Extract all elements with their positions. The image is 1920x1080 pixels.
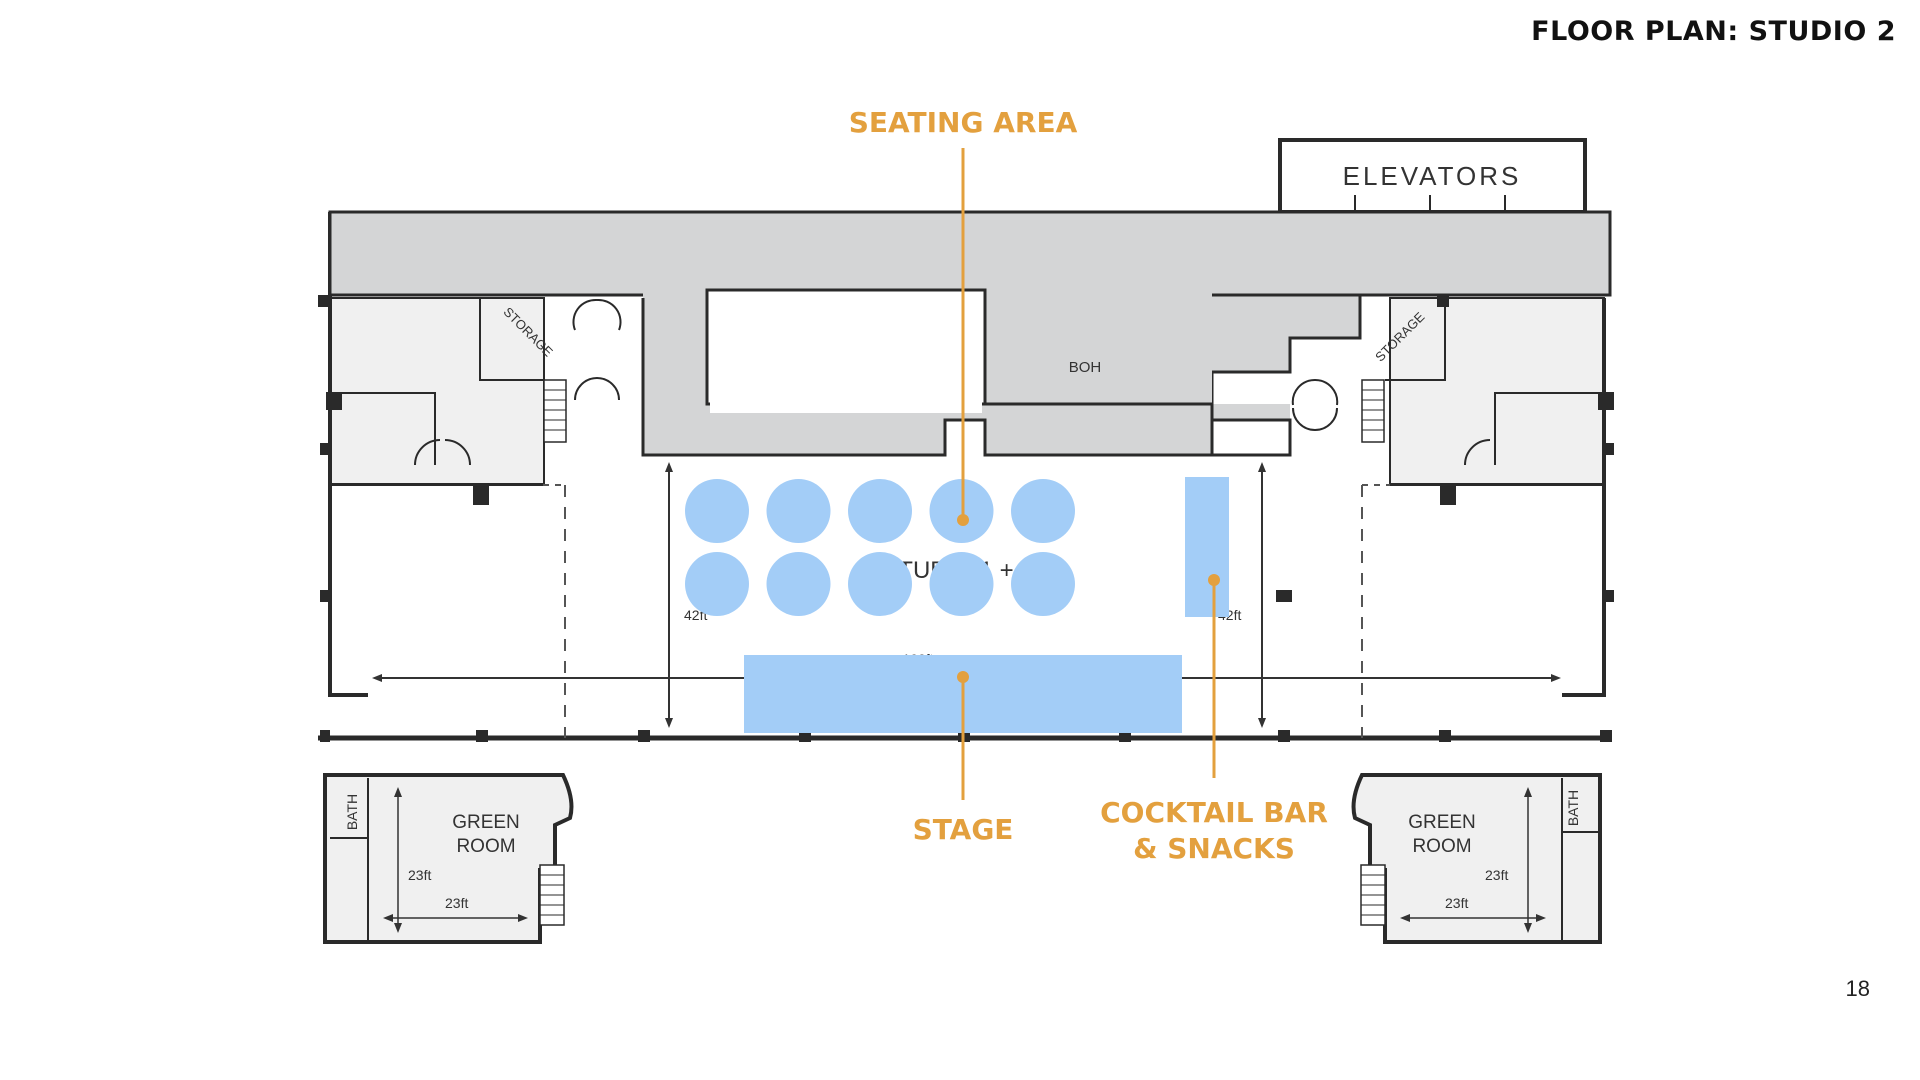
green-room-left-width: 23ft bbox=[445, 895, 468, 911]
seating-table bbox=[766, 479, 831, 543]
elevators-label: ELEVATORS bbox=[1343, 161, 1522, 191]
left-support-rooms: STORAGE bbox=[329, 297, 622, 485]
seating-tables bbox=[685, 479, 1075, 616]
callout-seating-text: SEATING AREA bbox=[848, 106, 1078, 139]
callout-cocktail-bar: COCKTAIL BAR & SNACKS bbox=[1064, 795, 1364, 867]
seating-table bbox=[848, 552, 912, 616]
green-room-right: BATH GREEN ROOM 23ft 23ft bbox=[1351, 773, 1602, 944]
green-room-right-line2: ROOM bbox=[1412, 836, 1471, 857]
callout-leaders bbox=[957, 148, 1220, 800]
green-room-left: BATH GREEN ROOM 23ft 23ft bbox=[323, 773, 574, 944]
seating-table bbox=[1011, 552, 1075, 616]
callout-bar-line2: & SNACKS bbox=[1133, 832, 1295, 865]
seating-table bbox=[1011, 479, 1075, 543]
boh-label: BOH bbox=[1069, 359, 1102, 376]
seating-table bbox=[766, 552, 831, 616]
callout-bar-line1: COCKTAIL BAR bbox=[1100, 796, 1328, 829]
bath-label-left: BATH bbox=[344, 794, 360, 830]
seating-table bbox=[685, 479, 749, 543]
seating-table bbox=[929, 552, 994, 616]
green-room-left-line1: GREEN bbox=[452, 812, 520, 833]
elevators-block: ELEVATORS bbox=[1278, 138, 1587, 214]
callout-seating-area: SEATING AREA bbox=[813, 105, 1113, 141]
callout-stage: STAGE bbox=[863, 812, 1063, 848]
seating-table bbox=[685, 552, 749, 616]
green-room-left-height: 23ft bbox=[408, 867, 431, 883]
green-room-right-height: 23ft bbox=[1485, 867, 1508, 883]
seating-table bbox=[848, 479, 912, 543]
page-number: 18 bbox=[1845, 976, 1870, 1001]
cocktail-bar-counter bbox=[1185, 477, 1229, 617]
green-room-right-line1: GREEN bbox=[1408, 812, 1476, 833]
callout-stage-text: STAGE bbox=[912, 813, 1014, 846]
green-room-right-width: 23ft bbox=[1445, 895, 1468, 911]
page-title: FLOOR PLAN: STUDIO 2 bbox=[1531, 16, 1896, 47]
green-room-left-line2: ROOM bbox=[456, 836, 515, 857]
bath-label-right: BATH bbox=[1565, 790, 1581, 826]
right-support-rooms: STORAGE bbox=[1291, 297, 1605, 485]
